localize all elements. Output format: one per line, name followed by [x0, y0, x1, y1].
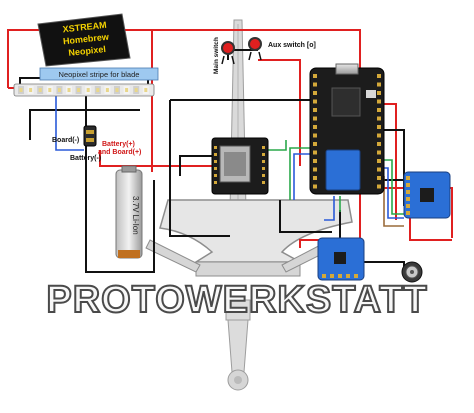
feather-pin	[313, 108, 317, 112]
amp-pins	[322, 274, 358, 278]
feather-pin	[313, 74, 317, 78]
neopixel-led-chip	[86, 88, 90, 92]
neopixel-label: Neopixel stripe for blade	[59, 70, 140, 79]
aux-switch-label: Aux switch [o]	[268, 42, 316, 49]
sound-module	[211, 137, 269, 195]
watermark-text: PROTOWERKSTATT	[46, 279, 427, 321]
imu-pin	[406, 190, 410, 194]
imu-pin	[406, 211, 410, 215]
main-switch	[221, 41, 235, 65]
amp-breakout	[317, 237, 365, 281]
imu-pins	[406, 176, 410, 215]
neopixel-led-chip	[57, 88, 61, 92]
feather-pin	[377, 133, 381, 138]
power-connector	[83, 125, 97, 147]
sound-module-pin	[262, 174, 265, 177]
neopixel-stripe: Neopixel stripe for blade	[13, 67, 159, 97]
feather-pin	[377, 74, 381, 78]
sound-module-pin	[262, 167, 265, 170]
feather-pin	[377, 159, 381, 163]
sound-module-pin	[262, 160, 265, 163]
imu-pin	[406, 197, 410, 201]
feather-pin	[377, 167, 381, 172]
neopixel-led-chip	[96, 88, 100, 92]
feather-pin	[313, 116, 317, 121]
sound-module-pin	[214, 146, 217, 149]
feather-pin	[377, 184, 381, 189]
feather-board	[309, 63, 385, 195]
neopixel-led-chip	[19, 88, 23, 92]
xstream-logo-box: XSTREAM Homebrew Neopixel	[37, 13, 131, 67]
sound-module-pins	[214, 146, 265, 184]
feather-pin	[377, 91, 381, 95]
feather-pin	[313, 82, 317, 87]
logo-line-1: XSTREAM	[62, 20, 107, 35]
neopixel-led-chip	[29, 88, 33, 92]
imu-pin	[406, 204, 410, 208]
amp-pin	[346, 274, 350, 278]
feather-pin	[377, 150, 381, 155]
sound-module-pin	[262, 153, 265, 156]
sound-module-pin	[214, 167, 217, 170]
feather-pin	[313, 167, 317, 172]
imu-pin	[406, 183, 410, 187]
neopixel-led-chip	[105, 88, 109, 92]
feather-pin	[313, 133, 317, 138]
label-battery-negative: Battery(-)	[70, 155, 101, 162]
label-board-positive: and Board(+)	[98, 149, 141, 156]
neopixel-led-chip	[38, 88, 42, 92]
feather-pins	[313, 74, 381, 189]
neopixel-led-chip	[48, 88, 52, 92]
label-battery-positive: Battery(+)	[102, 141, 135, 148]
feather-pin	[313, 125, 317, 129]
feather-pin	[377, 142, 381, 146]
feather-pin	[377, 116, 381, 121]
aux-switch	[248, 37, 262, 61]
watermark-art	[145, 19, 353, 391]
sound-module-pin	[214, 174, 217, 177]
feather-pin	[377, 108, 381, 112]
battery-label: 3.7V Li-Ion	[131, 196, 140, 235]
sound-module-pin	[214, 153, 217, 156]
neopixel-led-chip	[125, 88, 129, 92]
label-board-negative: Board(-)	[52, 137, 79, 144]
feather-pin	[313, 176, 317, 180]
feather-pin	[313, 184, 317, 189]
feather-pin	[377, 176, 381, 180]
speaker	[401, 261, 423, 283]
logo-line-3: Neopixel	[68, 44, 106, 58]
amp-pin	[322, 274, 326, 278]
neopixel-led-chip	[134, 88, 138, 92]
feather-pin	[377, 99, 381, 104]
imu-pin	[406, 176, 410, 180]
amp-pin	[354, 274, 358, 278]
neopixel-led-chip	[115, 88, 119, 92]
feather-pin	[313, 91, 317, 95]
sound-module-pin	[214, 181, 217, 184]
neopixel-led-chip	[67, 88, 71, 92]
feather-pin	[377, 82, 381, 87]
battery-cell: 3.7V Li-Ion	[115, 165, 143, 259]
neopixel-leds	[18, 86, 149, 94]
imu-breakout	[403, 171, 451, 219]
feather-pin	[313, 99, 317, 104]
neopixel-led-chip	[77, 88, 81, 92]
amp-pin	[338, 274, 342, 278]
amp-pin	[330, 274, 334, 278]
logo-line-2: Homebrew	[62, 32, 110, 47]
sound-module-pin	[262, 146, 265, 149]
feather-pin	[313, 159, 317, 163]
sound-module-pin	[262, 181, 265, 184]
feather-pin	[313, 142, 317, 146]
main-switch-label: Main switch	[213, 37, 220, 74]
neopixel-led-chip	[144, 88, 148, 92]
sound-module-pin	[214, 160, 217, 163]
feather-pin	[313, 150, 317, 155]
feather-pin	[377, 125, 381, 129]
